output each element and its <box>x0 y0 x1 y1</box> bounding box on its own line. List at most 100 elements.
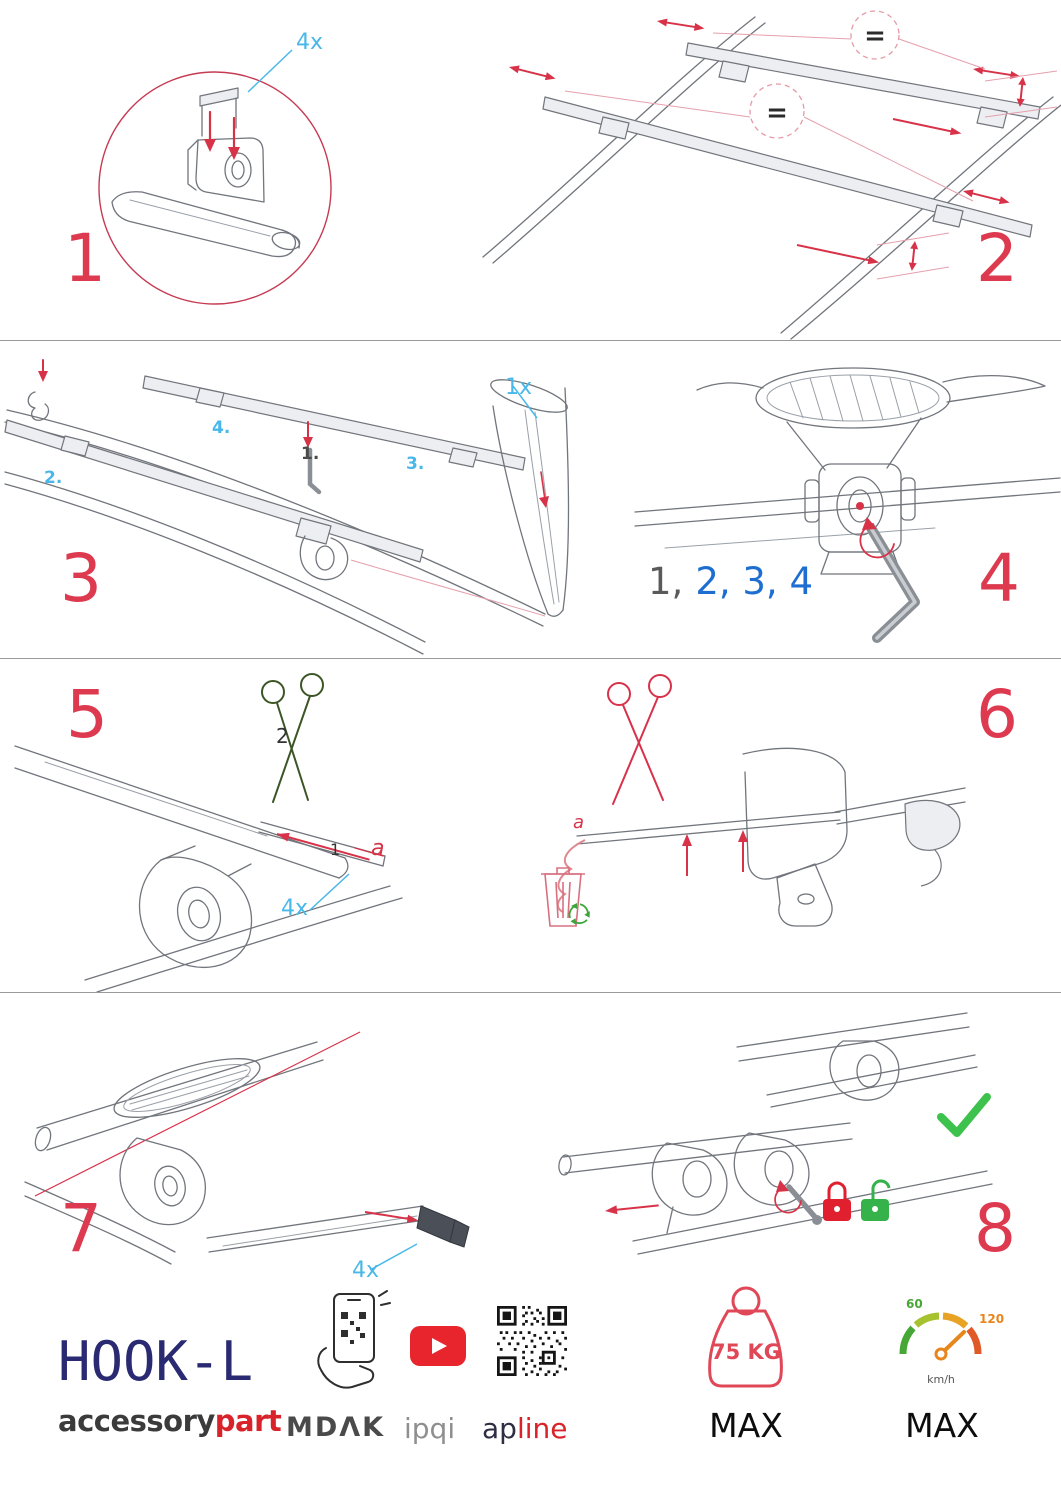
roof-rail <box>84 885 403 993</box>
speed-high: 120 <box>979 1312 1004 1326</box>
crossbars <box>4 375 526 563</box>
clamp-a <box>651 1142 728 1234</box>
sequence-first: 1, <box>648 560 684 603</box>
clamp-body <box>119 1137 206 1226</box>
crossbars <box>542 42 1041 238</box>
product-name: HOOK-L <box>58 1330 254 1393</box>
channel-hatching <box>789 374 920 422</box>
roof-rail <box>634 477 1061 549</box>
sleeve-part <box>490 379 570 617</box>
bracket-part <box>199 87 239 137</box>
weight-icon: 75 KG <box>708 1286 783 1388</box>
allen-key <box>303 421 322 495</box>
measure-arrows <box>509 18 1021 265</box>
step-3-label-2: 2. <box>44 468 63 488</box>
rotate-arrow <box>859 517 895 559</box>
screw-point <box>856 502 864 510</box>
step-1-illustration <box>98 49 332 305</box>
step-7-quantity: 4x <box>352 1258 380 1283</box>
bar-opening <box>113 1058 261 1118</box>
step-5-number: 5 <box>66 676 109 753</box>
qr-code <box>497 1306 567 1376</box>
speed-low: 60 <box>906 1297 923 1311</box>
step-6-label-a: a <box>573 812 585 833</box>
step-1-quantity: 4x <box>296 30 324 55</box>
insert-arrow <box>364 1211 419 1223</box>
step-7-illustration <box>24 1031 470 1271</box>
logo-ipqi: ipqi <box>404 1412 456 1445</box>
step-2-number: 2 <box>976 220 1019 297</box>
step-3-label-1: 1. <box>301 444 320 464</box>
step-8-illustration <box>558 1012 993 1255</box>
clamp-body <box>299 535 349 581</box>
step-5-quantity: 4x <box>281 896 309 921</box>
logo-line: line <box>516 1412 568 1445</box>
step-3-illustration <box>4 359 570 655</box>
crossbar-underside <box>206 1205 426 1253</box>
speedometer-icon: 60 120 km/h <box>899 1297 1004 1386</box>
equal-badge <box>749 83 805 139</box>
equal-badge <box>850 10 900 60</box>
clamp-body <box>138 845 253 969</box>
brand-part: part <box>214 1404 282 1438</box>
mini-success-view <box>736 1012 978 1108</box>
guide-line <box>34 1031 361 1197</box>
brand-accessory: accessory <box>58 1404 215 1438</box>
step-7-number: 7 <box>60 1190 103 1267</box>
step-5-label-2: 2 <box>276 724 289 748</box>
step-8-number: 8 <box>974 1190 1017 1267</box>
step-3-label-4: 4. <box>212 418 231 438</box>
quantity-leader-line <box>247 49 293 93</box>
speed-unit: km/h <box>927 1373 955 1386</box>
weight-value: 75 KG <box>711 1340 781 1364</box>
step-6-number: 6 <box>976 676 1019 753</box>
end-cap <box>416 1205 470 1248</box>
youtube-icon <box>410 1326 466 1366</box>
scissors-icon <box>607 674 672 805</box>
step-4-number: 4 <box>978 540 1021 617</box>
mount-feet <box>60 387 478 545</box>
step-1-number: 1 <box>64 220 107 297</box>
weight-max-label: MAX <box>709 1406 783 1445</box>
hook-detail <box>27 359 50 421</box>
rotate-arrow <box>774 1180 802 1214</box>
clamp-body <box>804 463 916 575</box>
bar-opening <box>696 367 1046 429</box>
step-4-illustration <box>634 367 1061 643</box>
quantity-leader-line <box>512 385 538 419</box>
crossbar <box>34 1041 324 1152</box>
logo-mdak: MDΛK <box>286 1412 386 1443</box>
bracket-part <box>742 747 848 927</box>
phone-qr-icon <box>317 1290 391 1389</box>
crossbar <box>14 745 349 879</box>
equal-sign: = <box>766 98 788 128</box>
step-3-label-3: 3. <box>406 454 425 474</box>
step-5-illustration <box>14 673 403 993</box>
logo-ap: ap <box>482 1412 517 1445</box>
speed-max-label: MAX <box>905 1406 979 1445</box>
padlock-locked-icon <box>823 1181 851 1221</box>
recycle-icon <box>568 903 590 925</box>
clamp-body <box>187 137 265 203</box>
hook-end <box>904 799 961 887</box>
step-4-sequence: 1, 2, 3, 4 <box>648 560 813 603</box>
leader-line <box>350 559 546 617</box>
equal-sign: = <box>864 21 886 51</box>
section-divider <box>0 992 1061 993</box>
pull-arrow <box>276 832 370 861</box>
crossbar <box>558 1122 853 1176</box>
checkmark-icon <box>937 1093 991 1137</box>
insert-arrows <box>682 830 748 876</box>
key <box>786 1184 818 1220</box>
section-divider <box>0 658 1061 659</box>
quantity-leader-line <box>309 873 350 911</box>
scissors-icon <box>261 673 324 803</box>
step-3-number: 3 <box>60 540 103 617</box>
step-6-illustration <box>541 674 966 927</box>
sequence-rest: 2, 3, 4 <box>695 560 813 603</box>
quantity-leader-line <box>369 1243 418 1271</box>
insert-arrows <box>204 110 240 160</box>
mount-feet <box>598 60 1008 228</box>
brand-logo: accessorypart <box>58 1404 282 1438</box>
